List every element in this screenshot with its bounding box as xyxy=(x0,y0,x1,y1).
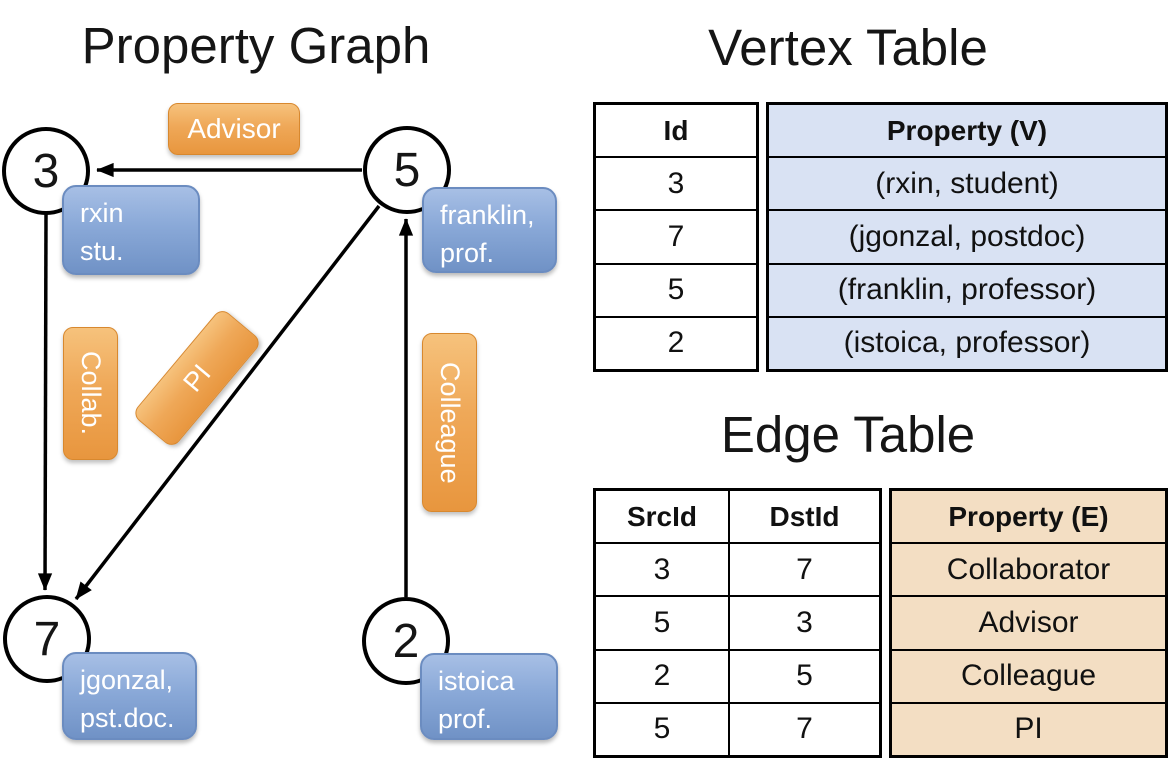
edge-row-ids: 3 7 xyxy=(596,542,879,596)
property-graph-title: Property Graph xyxy=(81,17,431,74)
edge-table-title: Edge Table xyxy=(720,406,976,463)
edge-table-srcid-header: SrcId xyxy=(626,500,698,532)
edge-property-cell: PI xyxy=(892,701,1165,755)
graph-edges xyxy=(37,162,414,601)
vertex-5-property-line1: franklin, xyxy=(440,200,535,230)
vertex-table-property-column: Property (V) (rxin, student) (jgonzal, p… xyxy=(766,102,1168,372)
vertex-table-id-header: Id xyxy=(663,114,689,146)
vertex-3-property-line1: rxin xyxy=(80,198,124,228)
vertex-5-property-line2: prof. xyxy=(440,238,495,268)
vertex-3-property-line2: stu. xyxy=(80,236,124,266)
edge-label-colleague: Colleague xyxy=(422,333,477,512)
edge-row-ids: 5 7 xyxy=(596,701,879,756)
vertex-table-property-header: Property (V) xyxy=(886,114,1048,146)
vertex-7-property-box: jgonzal, pst.doc. xyxy=(62,652,197,740)
edge-table-property-column: Property (E) Collaborator Advisor Collea… xyxy=(889,488,1168,758)
vertex-id-cell: 2 xyxy=(596,315,756,369)
edge-dstid-cell: 5 xyxy=(728,650,879,702)
vertex-property-cell: (franklin, professor) xyxy=(769,262,1165,316)
vertex-3-property-box: rxin stu. xyxy=(62,185,200,275)
edge-property-cell: Advisor xyxy=(892,595,1165,648)
edge-table-id-headers: SrcId DstId xyxy=(596,491,879,543)
vertex-table-title: Vertex Table xyxy=(708,19,988,76)
vertex-property-cell: (rxin, student) xyxy=(769,156,1165,209)
vertex-property-cell: (istoica, professor) xyxy=(769,315,1165,369)
edge-srcid-cell: 5 xyxy=(653,712,671,746)
edge-row-ids: 2 5 xyxy=(596,648,879,702)
vertex-2-property-line1: istoica xyxy=(438,666,515,696)
vertex-table-id-column: Id 3 7 5 2 xyxy=(593,102,759,372)
edge-3-to-7 xyxy=(37,213,53,591)
edge-dstid-cell: 7 xyxy=(728,544,879,596)
vertex-5-property-box: franklin, prof. xyxy=(422,187,557,273)
vertex-id-cell: 3 xyxy=(596,156,756,209)
vertex-7-property-line1: jgonzal, xyxy=(80,665,174,695)
vertex-node-2: 2 xyxy=(362,597,450,685)
vertex-node-2-id: 2 xyxy=(392,614,420,668)
edge-dstid-cell: 3 xyxy=(728,597,879,649)
vertex-node-5-id: 5 xyxy=(393,143,421,197)
vertex-id-cell: 5 xyxy=(596,262,756,316)
edge-property-cell: Colleague xyxy=(892,648,1165,702)
edge-label-collab: Collab. xyxy=(63,327,118,460)
edge-srcid-cell: 5 xyxy=(653,606,671,639)
vertex-node-3-id: 3 xyxy=(32,144,60,198)
vertex-2-property-line2: prof. xyxy=(438,704,493,734)
vertex-node-5: 5 xyxy=(363,126,451,214)
edge-dstid-cell: 7 xyxy=(728,703,879,756)
edge-label-advisor: Advisor xyxy=(168,103,300,155)
edge-row-ids: 5 3 xyxy=(596,595,879,649)
edge-table-dstid-header: DstId xyxy=(728,491,879,543)
edge-srcid-cell: 3 xyxy=(653,552,671,586)
vertex-property-cell: (jgonzal, postdoc) xyxy=(769,209,1165,262)
edge-srcid-cell: 2 xyxy=(653,659,671,693)
edge-5-to-7 xyxy=(74,204,381,601)
edge-property-cell: Collaborator xyxy=(892,542,1165,595)
vertex-7-property-line2: pst.doc. xyxy=(80,703,175,733)
vertex-id-cell: 7 xyxy=(596,209,756,262)
edge-table-src-dst-columns: SrcId DstId 3 7 5 3 2 5 5 7 xyxy=(593,488,882,758)
edge-table-property-header: Property (E) xyxy=(948,500,1109,532)
vertex-node-7-id: 7 xyxy=(33,612,61,666)
vertex-2-property-box: istoica prof. xyxy=(420,653,558,740)
